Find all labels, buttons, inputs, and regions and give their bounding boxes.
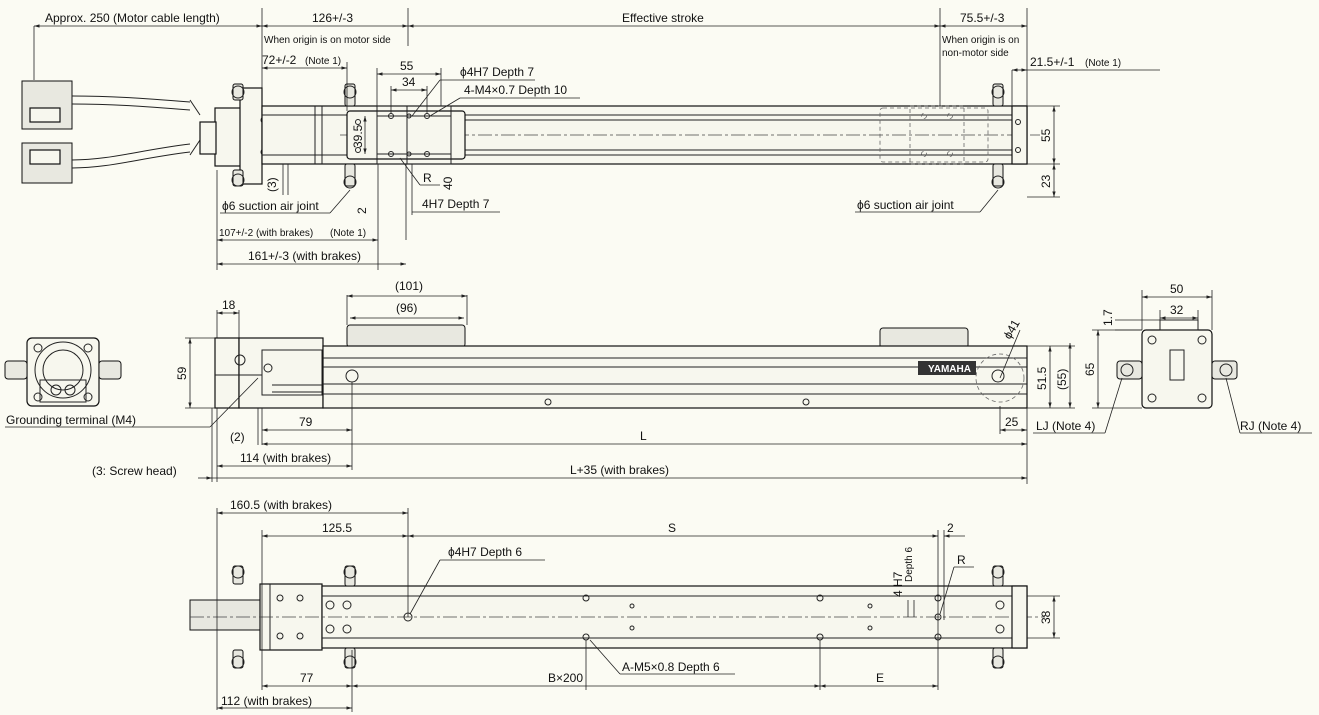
origin-motor-note: When origin is on motor side [264, 35, 391, 46]
dim-107: 107+/-2 (with brakes) [219, 228, 313, 239]
top-view: Approx. 250 (Motor cable length) [21, 8, 1160, 270]
dim-3: (3) [265, 177, 279, 192]
hole-phi4-bottom: ϕ4H7 Depth 6 [448, 545, 522, 559]
dim-R-bottom: R [957, 553, 966, 567]
dim-112: 112 (with brakes) [221, 694, 312, 708]
dim-40: 40 [441, 176, 455, 190]
bottom-view: 160.5 (with brakes) 125.5 S 2 ϕ4H7 Depth… [189, 498, 1060, 712]
note-1-a: (Note 1) [305, 56, 341, 67]
cable-length-label: Approx. 250 (Motor cable length) [45, 11, 220, 25]
dim-L: L [640, 429, 647, 443]
rj-label: RJ (Note 4) [1240, 419, 1301, 433]
origin-nonmotor-dim: 75.5+/-3 [960, 11, 1005, 25]
dim-50: 50 [1170, 282, 1184, 296]
dim-2-paren: (2) [230, 430, 245, 444]
grounding-terminal-label: Grounding terminal (M4) [6, 413, 136, 427]
dim-2-bottom: 2 [947, 521, 954, 535]
dim-18: 18 [222, 298, 236, 312]
dim-79: 79 [299, 415, 313, 429]
brand-logo: YAMAHA [928, 364, 971, 375]
suction-joint-left: ϕ6 suction air joint [222, 199, 319, 213]
dim-S: S [668, 521, 676, 535]
dim-34: 34 [402, 75, 416, 89]
screw-head-label: (3: Screw head) [92, 464, 177, 478]
lj-label: LJ (Note 4) [1036, 419, 1095, 433]
slot-depth-bottom: Depth 6 [904, 547, 915, 582]
slot-4h7-depth7: 4H7 Depth 7 [422, 197, 490, 211]
dim-r-top: R [423, 171, 432, 185]
dim-1-7: 1.7 [1101, 309, 1115, 326]
end-views: 50 32 1.7 65 LJ (Note 4) RJ (Note 4) [1033, 282, 1312, 434]
dim-77: 77 [300, 671, 314, 685]
dim-101: (101) [395, 279, 423, 293]
dim-72: 72+/-2 [262, 53, 297, 67]
dim-51-5: 51.5 [1035, 366, 1049, 390]
dim-96: (96) [396, 301, 417, 315]
dim-L35: L+35 (with brakes) [570, 463, 669, 477]
dim-114: 114 (with brakes) [240, 451, 331, 465]
dim-32: 32 [1170, 303, 1184, 317]
suction-joint-right: ϕ6 suction air joint [857, 198, 954, 212]
dim-161: 161+/-3 (with brakes) [248, 249, 361, 263]
origin-nonmotor-note-2: non-motor side [942, 48, 1009, 59]
dim-125-5: 125.5 [322, 521, 352, 535]
dim-2-top: 2 [355, 207, 369, 214]
origin-nonmotor-note-1: When origin is on [942, 35, 1019, 46]
dim-b200: B×200 [548, 671, 583, 685]
dim-160-5: 160.5 (with brakes) [230, 498, 332, 512]
origin-motor-dim: 126+/-3 [312, 11, 353, 25]
side-view: (101) (96) 18 59 YAMAHA [4, 279, 1075, 484]
dim-55-top: 55 [400, 59, 414, 73]
dim-55-side: 55 [1039, 128, 1053, 142]
dim-55-paren: (55) [1055, 369, 1069, 390]
effective-stroke-label: Effective stroke [622, 11, 704, 25]
dim-25: 25 [1005, 415, 1019, 429]
slot-4h7-bottom: 4 H7 [891, 571, 905, 597]
dim-21-5: 21.5+/-1 [1030, 55, 1075, 69]
tap-m4: 4-M4×0.7 Depth 10 [464, 83, 567, 97]
tap-m5: A-M5×0.8 Depth 6 [622, 660, 720, 674]
dim-23: 23 [1039, 174, 1053, 188]
dim-39-5: 39.5 [351, 124, 365, 148]
phi41: ϕ41 [1000, 317, 1022, 342]
note-1-b: (Note 1) [1085, 58, 1121, 69]
dim-65: 65 [1083, 362, 1097, 376]
dim-38: 38 [1039, 610, 1053, 624]
dim-59: 59 [175, 366, 189, 380]
hole-4h7-depth7: ϕ4H7 Depth 7 [460, 65, 534, 79]
note-1-c: (Note 1) [330, 228, 366, 239]
dim-E: E [876, 671, 884, 685]
